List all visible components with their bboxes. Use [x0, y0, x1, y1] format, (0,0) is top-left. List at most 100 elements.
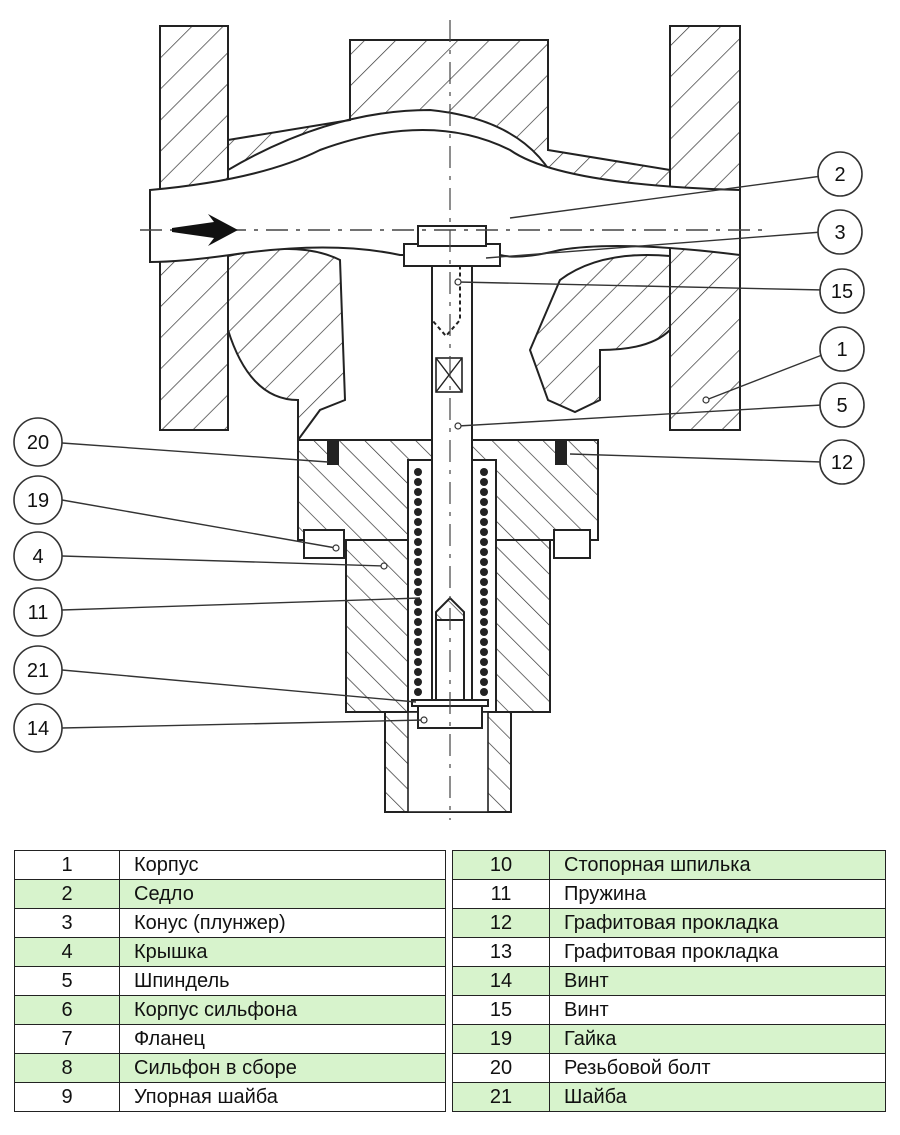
callout-21: 21	[27, 660, 49, 682]
spring-coil	[480, 488, 488, 496]
part-number: 21	[452, 1082, 550, 1112]
part-name: Сильфон в сборе	[119, 1053, 446, 1083]
spring-coil	[480, 638, 488, 646]
flow-passage	[149, 129, 741, 264]
spring-coil	[480, 558, 488, 566]
part-name: Фланец	[119, 1024, 446, 1054]
spring-coil	[414, 658, 422, 666]
callout-2: 2	[834, 164, 845, 186]
callout-14: 14	[27, 718, 49, 740]
spring-coil	[414, 478, 422, 486]
part-number: 2	[14, 879, 120, 909]
spring-coil	[480, 568, 488, 576]
part-number: 4	[14, 937, 120, 967]
spring-coil	[480, 498, 488, 506]
callout-bubbles	[13, 151, 865, 753]
spring-coil	[480, 678, 488, 686]
spring-coil	[480, 588, 488, 596]
spring-coil	[480, 668, 488, 676]
part-name: Упорная шайба	[119, 1082, 446, 1112]
part-name: Гайка	[549, 1024, 886, 1054]
part-number: 6	[14, 995, 120, 1025]
spring-coil	[480, 648, 488, 656]
spring-coil	[414, 678, 422, 686]
spring-coil	[414, 468, 422, 476]
part-name: Конус (плунжер)	[119, 908, 446, 938]
part-name: Резьбовой болт	[549, 1053, 886, 1083]
plunger	[403, 225, 501, 338]
part-name: Пружина	[549, 879, 886, 909]
spring-coil	[480, 608, 488, 616]
leader-lines	[61, 175, 825, 729]
spring-coil	[414, 518, 422, 526]
spring-coil	[414, 498, 422, 506]
spring-coil	[414, 578, 422, 586]
part-name: Шпиндель	[119, 966, 446, 996]
spring-coil	[414, 688, 422, 696]
part-name: Шайба	[549, 1082, 886, 1112]
callout-1: 1	[836, 339, 847, 361]
spring-coil	[480, 478, 488, 486]
callout-19: 19	[27, 490, 49, 512]
part-number: 10	[452, 850, 550, 880]
spring-coil	[480, 598, 488, 606]
spring-coil	[414, 528, 422, 536]
spring-coil	[414, 588, 422, 596]
spring-coil	[480, 688, 488, 696]
spring-coil	[414, 598, 422, 606]
spring-coil	[414, 608, 422, 616]
spring-coil	[480, 528, 488, 536]
part-name: Седло	[119, 879, 446, 909]
spring-coil	[480, 658, 488, 666]
spring-coil	[480, 468, 488, 476]
part-number: 8	[14, 1053, 120, 1083]
spring	[414, 468, 488, 696]
spring-coil	[414, 508, 422, 516]
spring-coil	[414, 638, 422, 646]
spring-coil	[480, 548, 488, 556]
flow-arrow-icon	[172, 214, 238, 246]
part-number: 1	[14, 850, 120, 880]
part-number: 13	[452, 937, 550, 967]
spring-coil	[414, 488, 422, 496]
spring-coil	[414, 538, 422, 546]
valve-cross-section-drawing: 2 3 15 1 5 12 20 19 4 11 21 14	[13, 20, 865, 820]
callout-5: 5	[836, 395, 847, 417]
part-number: 7	[14, 1024, 120, 1054]
spring-coil	[480, 618, 488, 626]
callout-11: 11	[28, 602, 49, 624]
part-name: Графитовая прокладка	[549, 937, 886, 967]
spring-coil	[414, 648, 422, 656]
spring-coil	[414, 618, 422, 626]
part-name: Стопорная шпилька	[549, 850, 886, 880]
part-number: 14	[452, 966, 550, 996]
part-name: Корпус сильфона	[119, 995, 446, 1025]
spring-coil	[414, 548, 422, 556]
callout-3: 3	[834, 222, 845, 244]
part-name: Винт	[549, 995, 886, 1025]
part-number: 15	[452, 995, 550, 1025]
callout-12: 12	[831, 452, 853, 474]
part-number: 3	[14, 908, 120, 938]
valve-body	[159, 25, 741, 444]
part-name: Крышка	[119, 937, 446, 967]
part-name: Графитовая прокладка	[549, 908, 886, 938]
spring-coil	[414, 568, 422, 576]
spring-coil	[480, 538, 488, 546]
